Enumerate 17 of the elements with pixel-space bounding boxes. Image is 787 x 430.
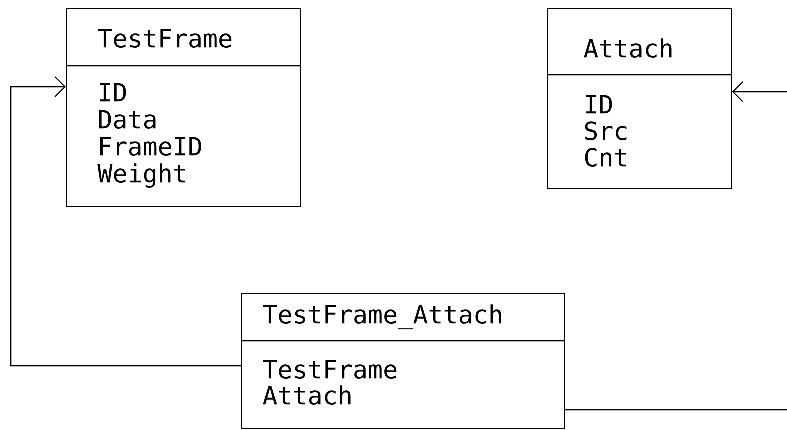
attribute: ID [100, 83, 126, 102]
attribute: Src [585, 122, 627, 140]
attribute: FrameID [100, 137, 202, 156]
attribute: TestFrame [263, 360, 397, 379]
attribute: Data [99, 110, 156, 129]
attribute: Weight [98, 164, 186, 188]
class-box [547, 8, 732, 190]
class-name: TestFrame [98, 29, 232, 48]
class-name: Attach [584, 38, 672, 58]
attribute: Cnt [585, 148, 626, 167]
class-name: TestFrame_Attach [263, 304, 502, 330]
class-box [241, 293, 566, 430]
attribute: Attach [263, 386, 351, 405]
connector-arrow [10, 76, 241, 367]
connector-arrow [565, 82, 787, 411]
class-box [66, 8, 302, 208]
attribute: ID [586, 95, 612, 114]
